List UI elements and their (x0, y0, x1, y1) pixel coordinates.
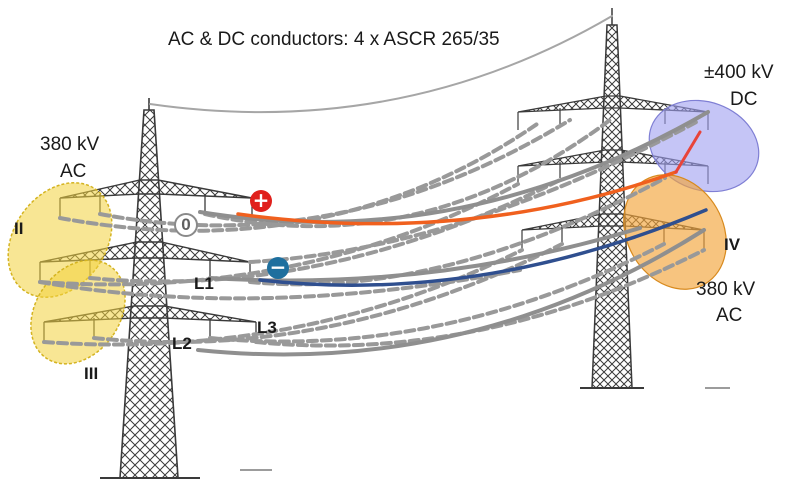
right-ac-type-label: AC (716, 305, 743, 326)
phase-l3-label: L3 (257, 318, 277, 337)
left-ac-voltage-label: 380 kV (40, 134, 100, 155)
system-ii-label: II (14, 219, 24, 238)
earth-wire (149, 15, 613, 114)
system-iv-label: IV (724, 235, 741, 254)
dc-type-label: DC (730, 89, 758, 110)
neutral-conductor-marker: 0 (174, 213, 198, 237)
phase-l2-label: L2 (172, 334, 192, 353)
negative-pole-icon: − (267, 257, 289, 279)
negative-conductor (258, 208, 708, 287)
system-iii-label: III (84, 364, 99, 383)
positive-pole-icon: + (250, 190, 272, 212)
positive-conductor (236, 170, 678, 226)
diagram-title: AC & DC conductors: 4 x ASCR 265/35 (168, 29, 500, 50)
right-ac-voltage-label: 380 kV (696, 279, 756, 300)
dc-voltage-label: ±400 kV (704, 62, 774, 83)
left-ac-type-label: AC (60, 161, 87, 182)
phase-l1-label: L1 (194, 274, 214, 293)
